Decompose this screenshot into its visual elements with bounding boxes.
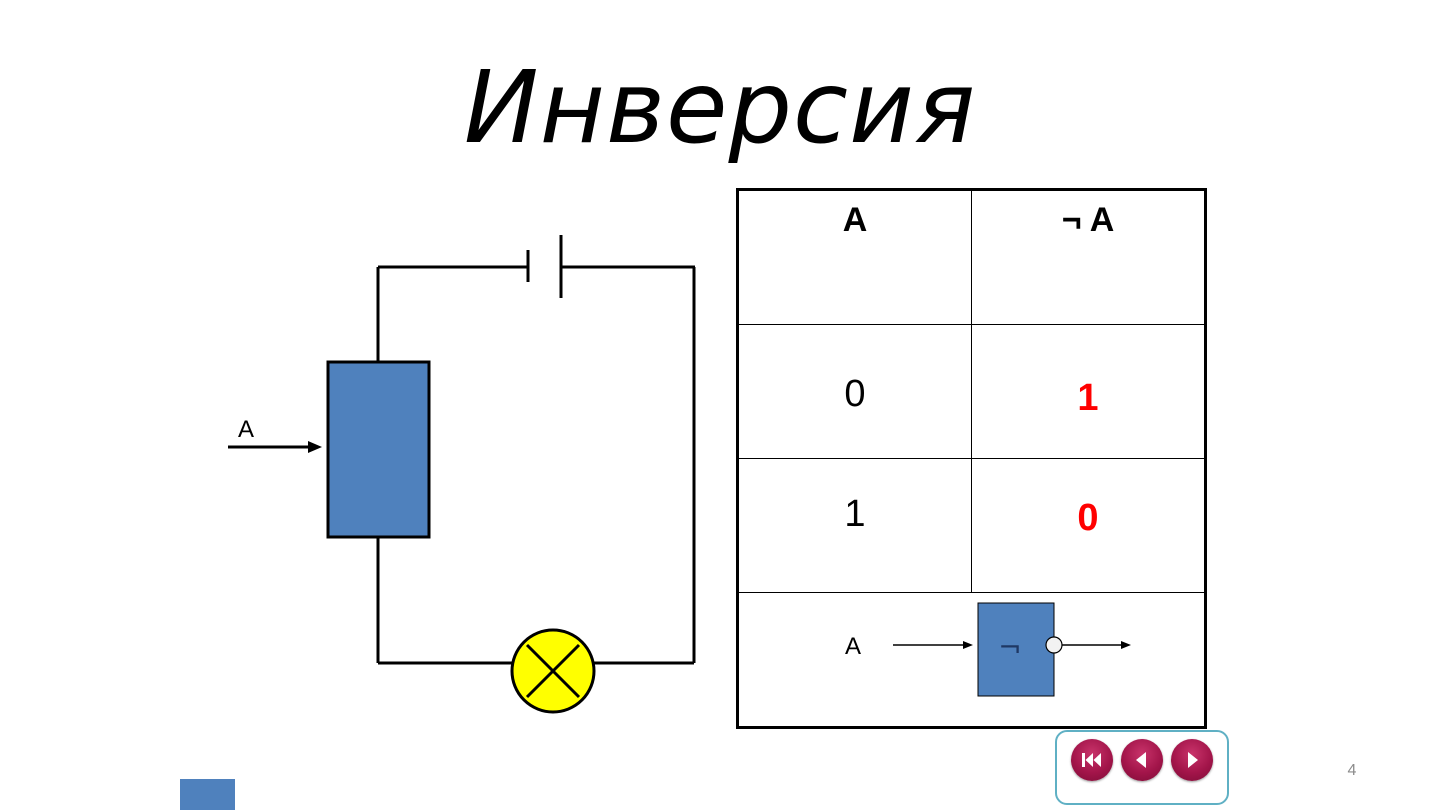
- value-a-row-1: 0: [844, 373, 866, 415]
- slide-title: Инверсия: [463, 49, 977, 166]
- not-gate-diagram: A ¬: [845, 602, 1131, 697]
- not-gate-block: [977, 602, 1055, 697]
- table-header-row: A ¬ A: [737, 189, 1206, 325]
- cell-not-a-row-2: 0: [971, 458, 1206, 593]
- truth-table: A ¬ A 0 1 1 0 A: [736, 188, 1207, 729]
- value-not-a-row-2: 0: [1077, 497, 1099, 539]
- input-label: A: [238, 416, 254, 443]
- header-cell-not-a: ¬ A: [971, 189, 1206, 325]
- gate-input-arrow-head: [963, 641, 973, 649]
- first-slide-icon: [1082, 753, 1101, 767]
- cell-not-a-row-1: 1: [971, 324, 1206, 459]
- input-arrow-head: [308, 441, 322, 453]
- gate-input-label: A: [845, 633, 861, 660]
- cell-a-row-1: 0: [737, 324, 972, 459]
- first-slide-button[interactable]: [1071, 739, 1113, 781]
- page-number: 4: [1347, 762, 1357, 779]
- corner-decoration: [180, 779, 235, 810]
- gate-cell: A ¬: [737, 592, 1206, 728]
- cell-a-row-2: 1: [737, 458, 972, 593]
- navigation-panel: [1055, 730, 1229, 805]
- inversion-bubble: [1045, 636, 1063, 654]
- previous-slide-icon: [1136, 752, 1146, 768]
- lamp-cross-2: [525, 643, 581, 699]
- next-slide-button[interactable]: [1171, 739, 1213, 781]
- header-cell-a: A: [737, 189, 972, 325]
- value-a-row-2: 1: [844, 493, 866, 535]
- previous-slide-button[interactable]: [1121, 739, 1163, 781]
- header-not-a: ¬ A: [1061, 201, 1115, 239]
- table-row: 0 1: [737, 324, 1206, 459]
- next-slide-icon: [1188, 752, 1198, 768]
- not-gate-symbol: ¬: [998, 631, 1021, 664]
- gate-output-arrow-head: [1121, 641, 1131, 649]
- gate-row: A ¬: [737, 592, 1206, 728]
- table-row: 1 0: [737, 458, 1206, 593]
- header-a: A: [842, 201, 868, 239]
- circuit-diagram: A: [228, 235, 696, 714]
- value-not-a-row-1: 1: [1077, 377, 1099, 419]
- switch-block: [326, 360, 431, 539]
